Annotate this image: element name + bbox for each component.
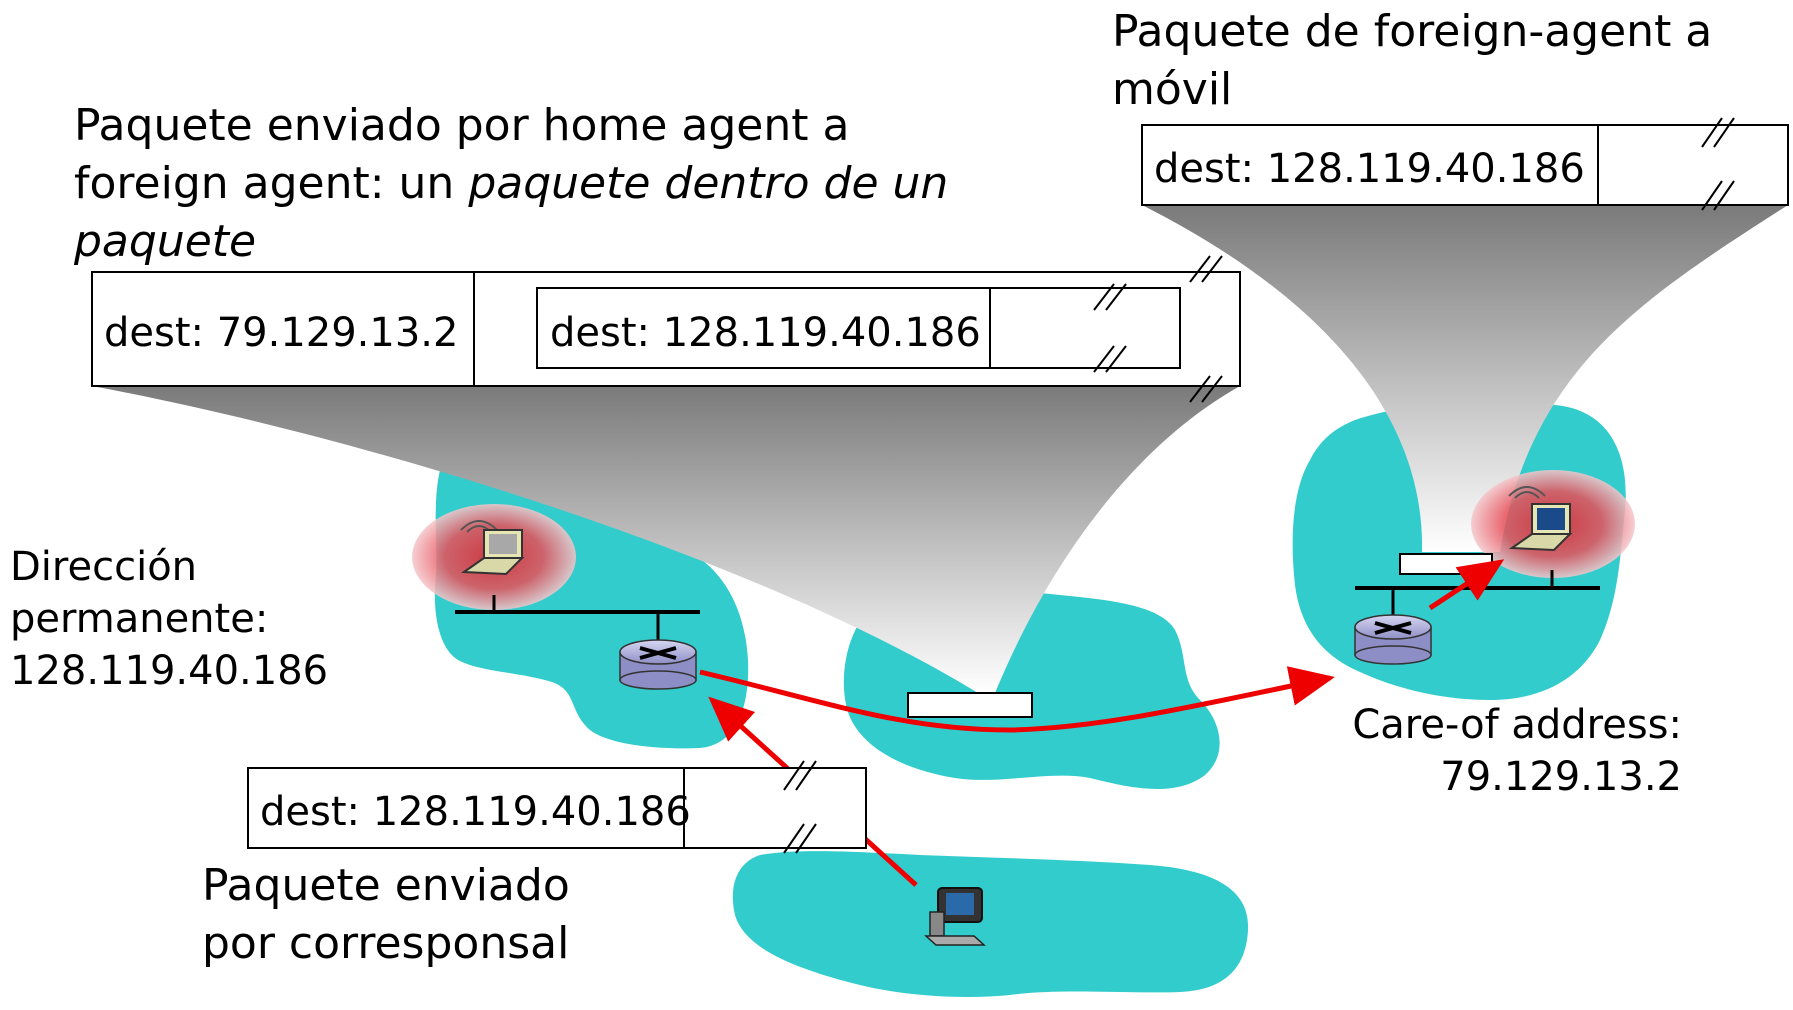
transit-packet-box [907, 692, 1033, 718]
inner-packet [536, 287, 1181, 369]
care-of-address-caption: Care-of address: 79.129.13.2 [1352, 702, 1682, 800]
home-to-foreign-caption: Paquete enviado por home agent a foreign… [73, 100, 948, 267]
correspondent-desktop-computer-icon [924, 887, 986, 946]
mobile-packet-zoom-funnel [1142, 205, 1788, 552]
foreign-packet-box [1399, 553, 1493, 575]
caption-line: Care-of address: [1352, 702, 1682, 748]
mobile-packet: dest: 128.119.40.186 [1141, 117, 1789, 211]
mobile-dest-label: dest: 128.119.40.186 [1154, 146, 1585, 192]
packet-break-mark [783, 760, 817, 854]
encapsulated-packet: dest: 79.129.13.2 dest: 128.119.40.186 [91, 255, 1241, 403]
caption-line: por corresponsal [202, 918, 569, 969]
inner-dest-label: dest: 128.119.40.186 [550, 310, 981, 356]
caption-line: 128.119.40.186 [10, 648, 328, 694]
correspondent-packet: dest: 128.119.40.186 [247, 760, 867, 854]
caption-line: Paquete enviado [202, 860, 570, 911]
caption-line: Paquete de foreign-agent a [1112, 6, 1712, 57]
correspondent-packet-caption: Paquete enviado por corresponsal [202, 860, 570, 969]
packet-break-mark [1093, 255, 1223, 403]
caption-italic-text: paquete dentro de un [467, 158, 948, 209]
caption-line: permanente: [10, 596, 268, 642]
foreign-agent-router-icon [1354, 614, 1432, 665]
home-agent-router-icon [619, 639, 697, 690]
foreign-to-mobile-arrow [1428, 559, 1505, 611]
home-to-foreign-tunnel-arrow [699, 666, 1335, 733]
encapsulated-packet-zoom-funnel [92, 386, 1240, 693]
foreign-to-mobile-caption: Paquete de foreign-agent a móvil [1112, 6, 1712, 115]
correspondent-network [732, 851, 1249, 997]
outer-dest-label: dest: 79.129.13.2 [104, 310, 458, 356]
caption-line: paquete [73, 216, 256, 267]
correspondent-dest-label: dest: 128.119.40.186 [260, 789, 691, 835]
caption-line: Dirección [10, 544, 197, 590]
packet-break-mark [1701, 117, 1735, 211]
mobile-node-home-laptop-icon [460, 520, 525, 576]
caption-line: Paquete enviado por home agent a [74, 100, 849, 151]
caption-line: móvil [1112, 64, 1232, 115]
caption-line: foreign agent: un paquete dentro de un [74, 158, 948, 209]
permanent-address-caption: Dirección permanente: 128.119.40.186 [10, 544, 328, 694]
mobile-node-foreign-laptop-icon [1508, 486, 1573, 552]
caption-line: 79.129.13.2 [1440, 754, 1682, 800]
caption-text: foreign agent: un [74, 158, 468, 209]
